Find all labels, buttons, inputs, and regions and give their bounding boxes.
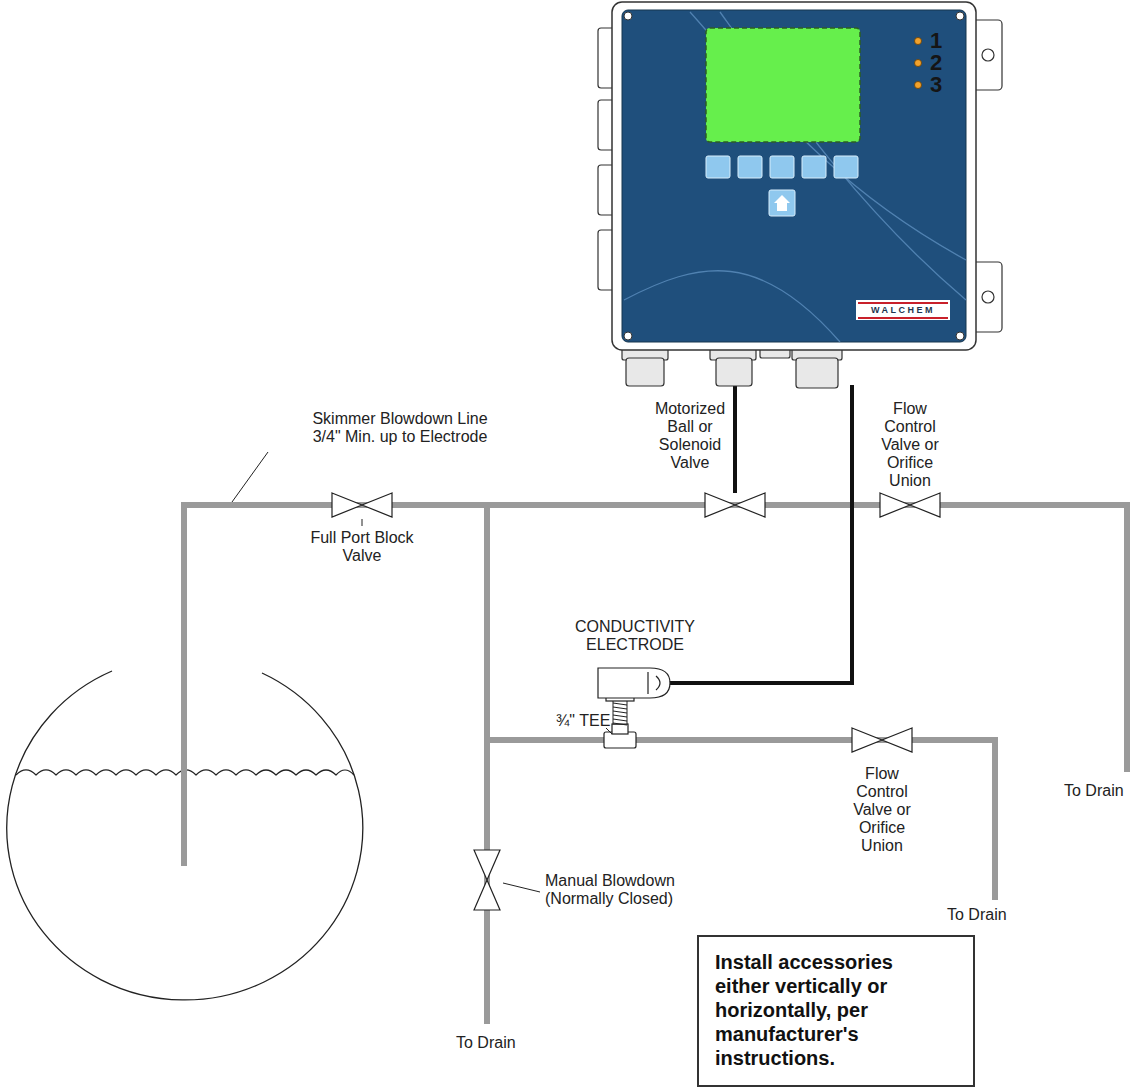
controller-enclosure bbox=[612, 2, 976, 350]
fitting-label: ¾" TEE bbox=[556, 712, 610, 730]
corner-screw bbox=[624, 332, 632, 340]
corner-screw bbox=[956, 12, 964, 20]
pipe bbox=[184, 505, 1127, 866]
hinge bbox=[982, 49, 994, 61]
status-led bbox=[915, 38, 922, 89]
leader-line bbox=[232, 452, 612, 892]
led-number: 2 bbox=[930, 52, 942, 74]
cable-gland bbox=[622, 346, 842, 388]
valve-label: Flow Control Valve or Orifice Union bbox=[842, 765, 922, 855]
electrode-thread bbox=[613, 700, 627, 725]
panel-swoosh bbox=[624, 12, 966, 342]
valve bbox=[332, 493, 392, 517]
status-led bbox=[915, 82, 922, 89]
drain-label: To Drain bbox=[947, 906, 1007, 924]
valve bbox=[474, 850, 500, 910]
conductivity-electrode bbox=[647, 672, 648, 694]
pipe bbox=[484, 505, 490, 1024]
corner-screw bbox=[624, 12, 964, 340]
valve bbox=[852, 728, 912, 752]
corner-screw bbox=[956, 332, 964, 340]
status-led bbox=[915, 38, 922, 45]
controller-enclosure bbox=[598, 2, 1002, 388]
valve bbox=[880, 493, 940, 517]
conductivity-electrode bbox=[598, 668, 670, 698]
note-text: Install accessories either vertically or… bbox=[715, 950, 943, 1070]
cable-gland bbox=[716, 358, 752, 386]
tee-fitting bbox=[612, 724, 628, 734]
valve-label: Motorized Ball or Solenoid Valve bbox=[650, 400, 730, 472]
valve bbox=[705, 493, 765, 517]
valve bbox=[332, 493, 940, 910]
home-icon bbox=[774, 195, 790, 211]
pipe bbox=[184, 505, 1127, 1024]
leader-line bbox=[232, 452, 268, 502]
keypad-button bbox=[706, 156, 730, 178]
keypad-button bbox=[770, 156, 794, 178]
conductivity-electrode bbox=[598, 668, 670, 701]
valve-label: Full Port Block Valve bbox=[307, 529, 417, 565]
pipe-label: Skimmer Blowdown Line 3/4" Min. up to El… bbox=[302, 410, 498, 446]
electrode-thread bbox=[613, 723, 627, 725]
leader-line bbox=[503, 883, 540, 892]
keypad-button bbox=[834, 156, 858, 178]
controller-enclosure bbox=[622, 10, 966, 342]
led-number: 3 bbox=[930, 74, 942, 96]
panel-swoosh bbox=[624, 271, 840, 342]
corner-screw bbox=[624, 12, 632, 20]
keypad-button bbox=[769, 190, 795, 216]
keypad-button bbox=[706, 156, 858, 216]
cable-gland bbox=[626, 358, 664, 386]
drain-label: To Drain bbox=[456, 1034, 516, 1052]
electrode-thread bbox=[613, 711, 627, 713]
hinge bbox=[982, 291, 994, 303]
electrode-thread bbox=[613, 715, 627, 717]
note-box: Install accessories either vertically or… bbox=[697, 935, 975, 1087]
logo-stripe bbox=[858, 317, 948, 319]
panel-swoosh bbox=[690, 12, 966, 260]
cable-gland bbox=[796, 358, 838, 388]
logo-stripe bbox=[858, 302, 948, 304]
leader-line bbox=[362, 519, 363, 526]
electrode-label: CONDUCTIVITY ELECTRODE bbox=[560, 618, 710, 654]
valve-label: Manual Blowdown (Normally Closed) bbox=[545, 872, 715, 908]
drain-label: To Drain bbox=[1064, 782, 1124, 800]
conductivity-electrode bbox=[656, 676, 660, 690]
valve-label: Flow Control Valve or Orifice Union bbox=[870, 400, 950, 490]
status-led bbox=[915, 60, 922, 67]
controller-enclosure bbox=[706, 28, 860, 142]
controller-enclosure bbox=[856, 300, 950, 320]
keypad-button bbox=[738, 156, 762, 178]
electrode-thread bbox=[613, 703, 627, 705]
electrode-thread bbox=[613, 719, 627, 721]
led-number: 1 bbox=[930, 30, 942, 52]
signal-wire bbox=[733, 385, 737, 493]
keypad-button bbox=[802, 156, 826, 178]
electrode-thread bbox=[613, 700, 627, 724]
brand-logo: WALCHEM bbox=[856, 304, 950, 316]
electrode-thread bbox=[613, 707, 627, 709]
